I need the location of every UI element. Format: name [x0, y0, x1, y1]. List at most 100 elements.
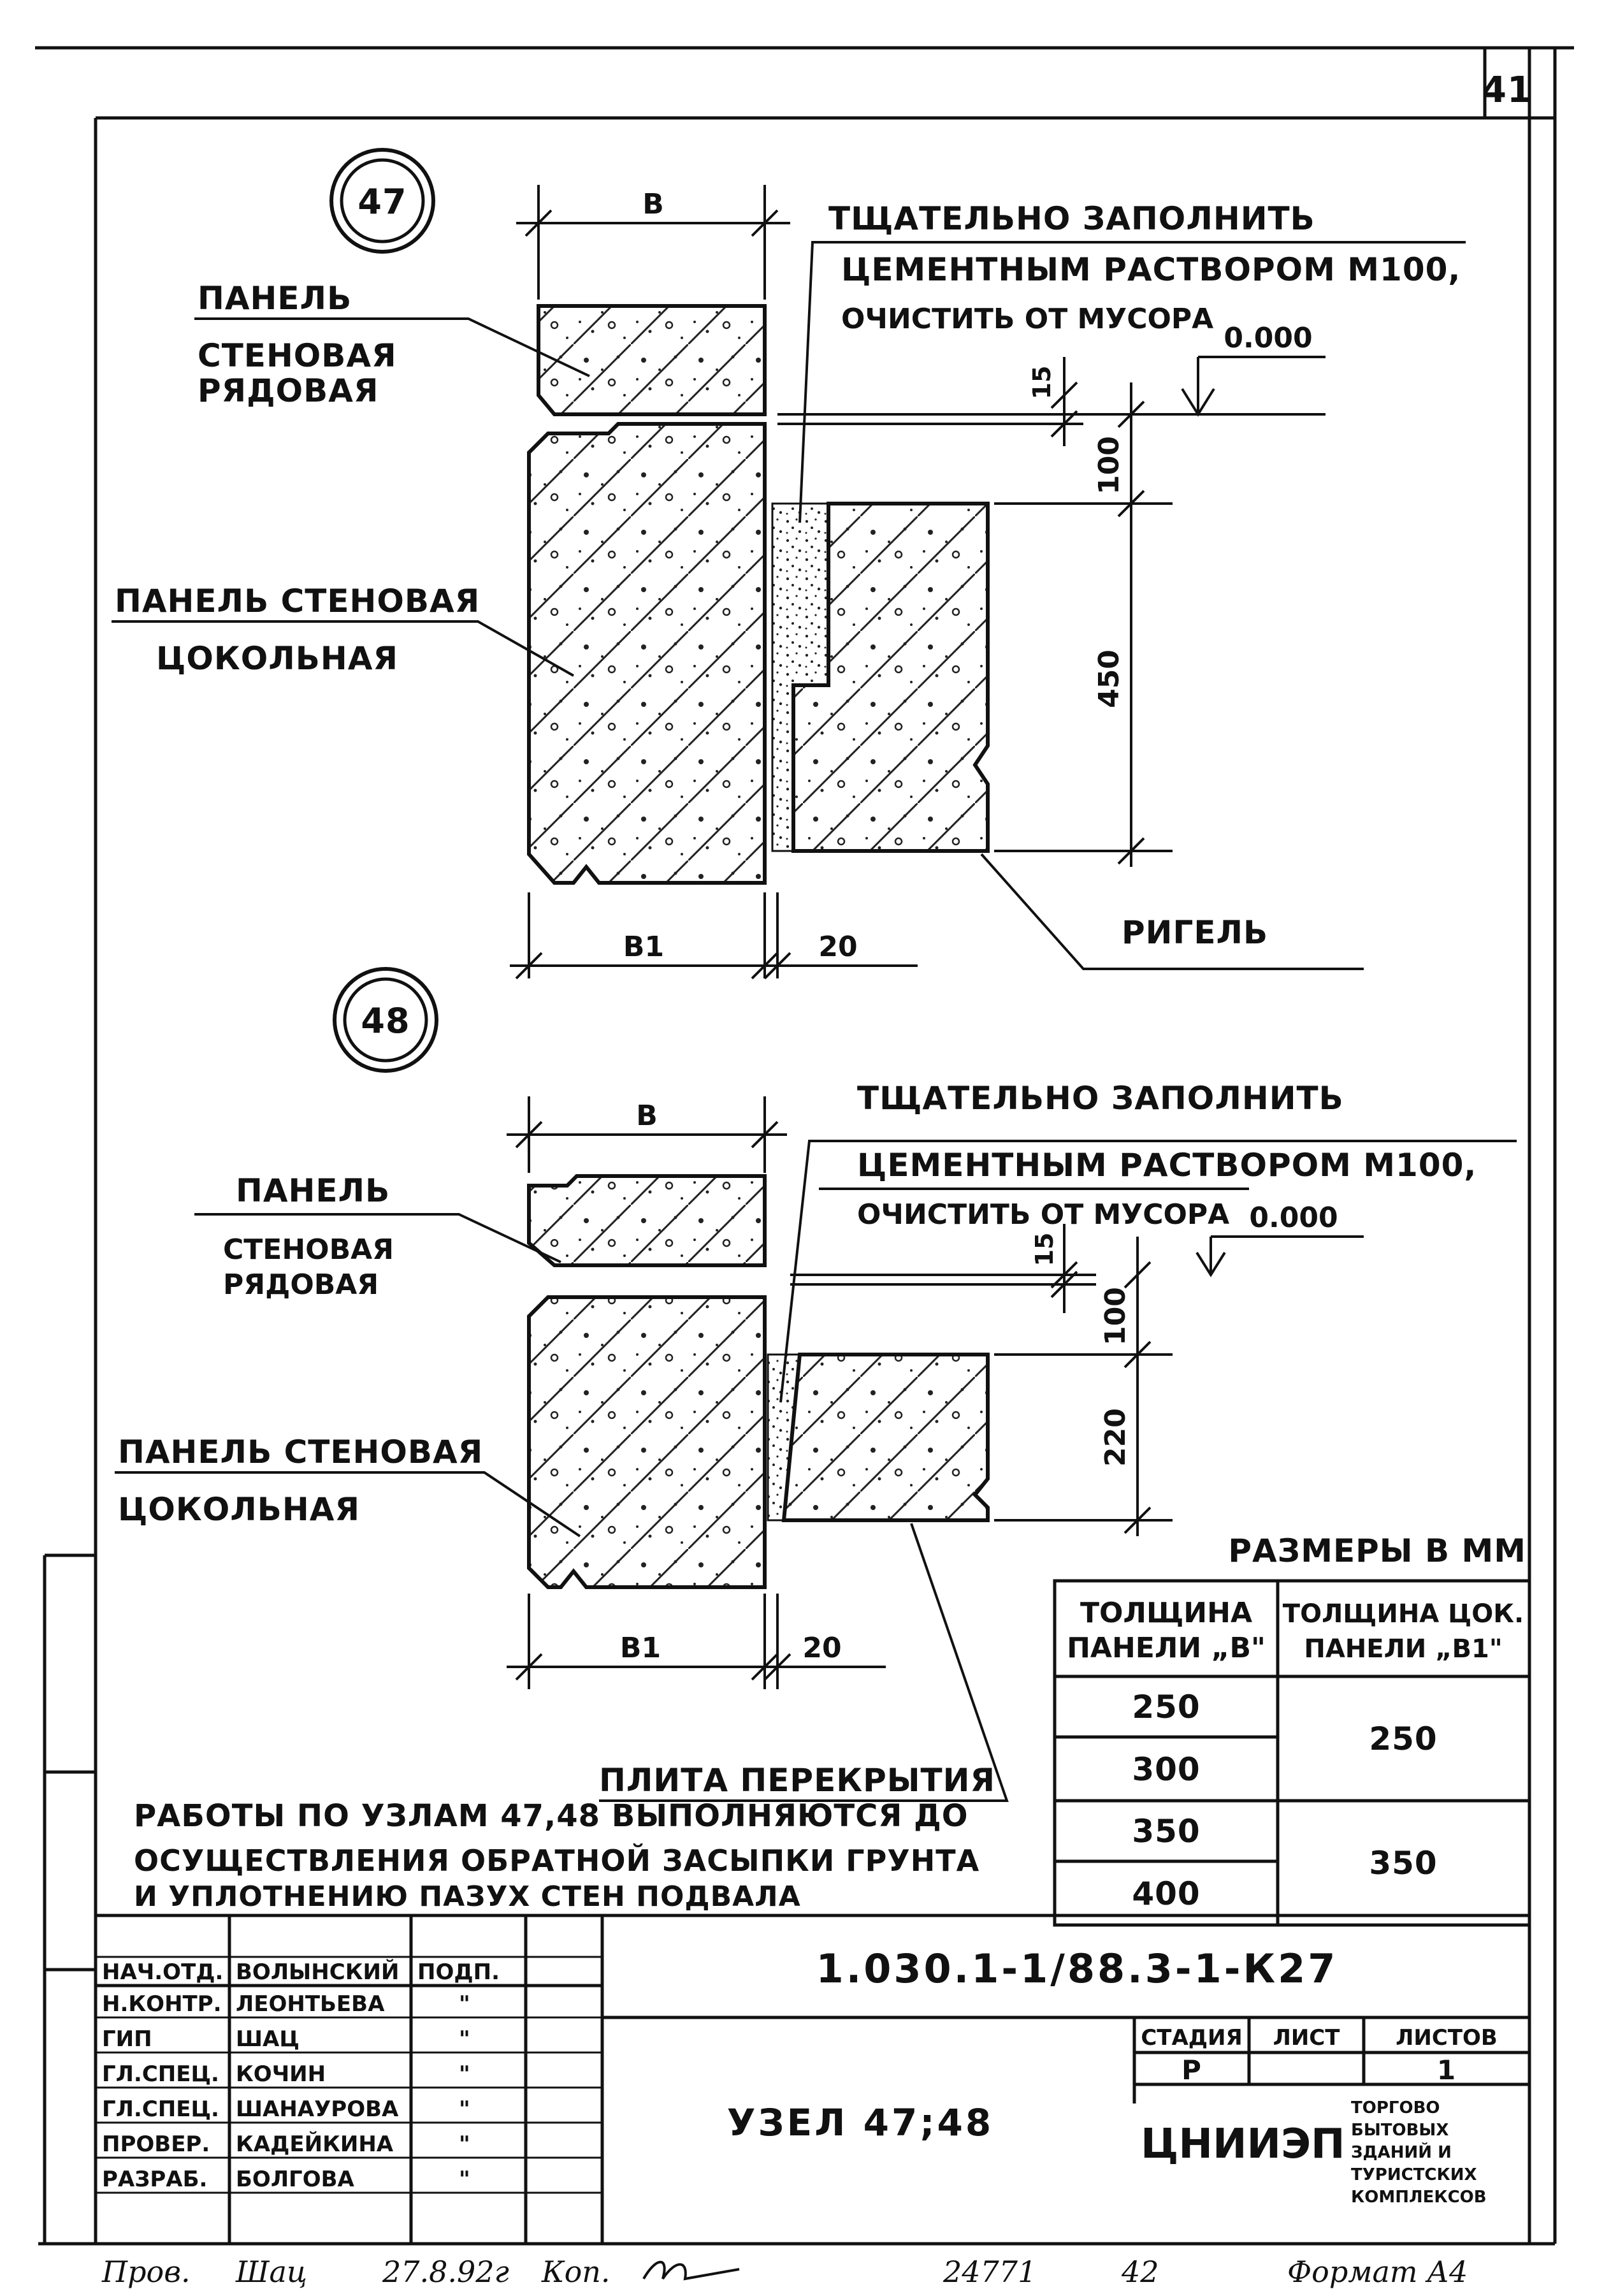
node-48-slab — [781, 1353, 990, 1522]
tb-name-1: ЛЕОНТЬЕВА — [236, 1991, 385, 2017]
node-48-plinth-l2: ЦОКОЛЬНАЯ — [118, 1491, 360, 1528]
node-47-beam-leader — [980, 853, 1364, 970]
footer-signer: Шац — [235, 2255, 307, 2289]
node-48-marker — [333, 967, 438, 1073]
dims-table-head2-l2: ПАНЕЛИ „В1" — [1304, 1634, 1502, 1664]
node-48-level-mark — [1195, 1235, 1364, 1277]
tb-role-3: ГЛ.СПЕЦ. — [102, 2061, 219, 2087]
dims-table-head1-l1: ТОЛЩИНА — [1080, 1597, 1252, 1629]
tb-name-5: КАДЕЙКИНА — [236, 2131, 394, 2157]
tb-name-4: ШАНАУРОВА — [236, 2096, 399, 2122]
node-48-dim-b1 — [507, 1594, 886, 1689]
tb-sign-4: " — [459, 2096, 470, 2122]
node-48-note-l3: ОЧИСТИТЬ ОТ МУСОРА — [857, 1198, 1229, 1231]
node-47-note-l2: ЦЕМЕНТНЫМ РАСТВОРОМ М100, — [841, 251, 1461, 288]
tb-stage: Р — [1181, 2054, 1202, 2086]
node-48-level: 0.000 — [1249, 1202, 1338, 1234]
node-48-dim-15: 15 — [1030, 1233, 1058, 1267]
node-47-row-l1: ПАНЕЛЬ — [198, 280, 352, 317]
node-48-dim-vertical — [790, 1224, 1173, 1536]
node-48-dim-b-label: В — [636, 1100, 658, 1132]
footer-copy-signature — [642, 2260, 740, 2281]
node-48-dim-100: 100 — [1099, 1287, 1132, 1346]
dims-table-b-300: 300 — [1132, 1751, 1200, 1788]
tb-role-6: РАЗРАБ. — [102, 2167, 207, 2192]
tb-role-4: ГЛ.СПЕЦ. — [102, 2096, 219, 2122]
works-note-l3: И УПЛОТНЕНИЮ ПАЗУХ СТЕН ПОДВАЛА — [134, 1880, 801, 1913]
node-47-dim-vertical — [777, 357, 1325, 867]
node-47-dim-100: 100 — [1093, 436, 1125, 495]
node-47-dim-b1 — [510, 892, 918, 980]
tb-sheets: 1 — [1437, 2054, 1456, 2086]
tb-sign-2: " — [459, 2026, 470, 2052]
node-48-dim-gap-label: 20 — [802, 1632, 841, 1664]
node-48-note-l1: ТЩАТЕЛЬНО ЗАПОЛНИТЬ — [857, 1080, 1344, 1117]
footer-checked: Пров. — [101, 2255, 191, 2289]
node-47-level: 0.000 — [1224, 322, 1312, 354]
footer-date: 27.8.92г — [382, 2255, 509, 2289]
node-47-dim-b — [516, 185, 790, 300]
tb-stage-header: СТАДИЯ — [1141, 2025, 1242, 2051]
tb-sheets-header: ЛИСТОВ — [1396, 2025, 1498, 2051]
tb-org-l4: ТУРИСТСКИХ — [1351, 2165, 1477, 2184]
node-48-row-leader — [194, 1213, 561, 1263]
tb-drawing-title: УЗЕЛ 47;48 — [727, 2101, 994, 2144]
node-47-row-panel — [537, 304, 767, 416]
dims-table: РАЗМЕРЫ В ММ ТОЛЩИНА ПАНЕЛИ „В" ТОЛЩИНА … — [1053, 1532, 1531, 1927]
tb-role-5: ПРОВЕР. — [102, 2132, 210, 2157]
node-47-dim-450: 450 — [1093, 650, 1125, 708]
node-47-dim-b1-label: В1 — [623, 931, 664, 963]
node-47-row-l2: СТЕНОВАЯ — [198, 337, 397, 374]
node-47-note-l1: ТЩАТЕЛЬНО ЗАПОЛНИТЬ — [828, 200, 1315, 237]
tb-sign-0: ПОДП. — [417, 1959, 500, 1985]
sheet-number: 41 — [1482, 69, 1533, 111]
node-48-plinth-panel — [527, 1295, 767, 1589]
footer-format: Формат А4 — [1287, 2255, 1468, 2289]
node-47-marker — [329, 148, 435, 254]
node-47-dim-b-label: В — [642, 188, 664, 221]
node-47-plinth-l2: ЦОКОЛЬНАЯ — [156, 640, 398, 677]
tb-org-l2: БЫТОВЫХ — [1351, 2121, 1448, 2140]
dims-table-b1-350: 350 — [1369, 1845, 1437, 1882]
works-note-l1: РАБОТЫ ПО УЗЛАМ 47,48 ВЫПОЛНЯЮТСЯ ДО — [134, 1798, 969, 1834]
node-47-plinth-l1: ПАНЕЛЬ СТЕНОВАЯ — [115, 583, 480, 620]
tb-sign-1: " — [459, 1991, 470, 2017]
node-48-slab-label: ПЛИТА ПЕРЕКРЫТИЯ — [599, 1762, 995, 1799]
node-47-beam-label: РИГЕЛЬ — [1122, 914, 1268, 951]
footer: Пров. Шац 27.8.92г Коп. 24771 42 Формат … — [101, 2255, 1468, 2289]
dims-table-caption: РАЗМЕРЫ В ММ — [1228, 1532, 1526, 1569]
tb-sign-5: " — [459, 2132, 470, 2157]
node-48-dim-b — [507, 1096, 787, 1173]
node-48-number: 48 — [361, 1001, 410, 1041]
node-48-detail: 48 В В1 20 — [115, 967, 1517, 1802]
tb-name-6: БОЛГОВА — [236, 2167, 355, 2192]
node-48-plinth-l1: ПАНЕЛЬ СТЕНОВАЯ — [118, 1434, 483, 1471]
tb-sign-6: " — [459, 2167, 470, 2192]
node-47-row-leader — [194, 317, 590, 377]
works-note-l2: ОСУЩЕСТВЛЕНИЯ ОБРАТНОЙ ЗАСЫПКИ ГРУНТА — [134, 1843, 979, 1878]
node-48-row-l1: ПАНЕЛЬ — [236, 1172, 390, 1209]
node-48-dim-220: 220 — [1099, 1408, 1132, 1467]
tb-role-1: Н.КОНТР. — [102, 1991, 222, 2017]
dims-table-b-350: 350 — [1132, 1813, 1200, 1850]
tb-org-l1: ТОРГОВО — [1351, 2098, 1440, 2118]
node-47-dim-15: 15 — [1028, 366, 1056, 400]
node-47-detail: 47 В В1 20 — [112, 148, 1466, 980]
footer-inv-no: 24771 — [943, 2255, 1036, 2289]
tb-doc-code: 1.030.1-1/88.3-1-К27 — [816, 1945, 1338, 1992]
node-48-row-l2: СТЕНОВАЯ — [223, 1233, 394, 1266]
tb-name-2: ШАЦ — [236, 2026, 300, 2052]
dims-table-b-250: 250 — [1132, 1689, 1200, 1726]
node-47-plinth-panel — [527, 422, 767, 885]
node-48-note-leader — [779, 1140, 1517, 1403]
tb-role-2: ГИП — [102, 2026, 152, 2052]
node-48-slab-leader — [599, 1523, 1009, 1802]
dims-table-b-400: 400 — [1132, 1875, 1200, 1912]
tb-name-0: ВОЛЫНСКИЙ — [236, 1959, 399, 1985]
works-note: РАБОТЫ ПО УЗЛАМ 47,48 ВЫПОЛНЯЮТСЯ ДО ОСУ… — [134, 1798, 979, 1913]
node-47-number: 47 — [358, 182, 407, 222]
node-48-note-l2: ЦЕМЕНТНЫМ РАСТВОРОМ М100, — [857, 1147, 1477, 1184]
node-47-row-l3: РЯДОВАЯ — [198, 372, 379, 409]
node-47-level-mark — [1181, 356, 1325, 417]
